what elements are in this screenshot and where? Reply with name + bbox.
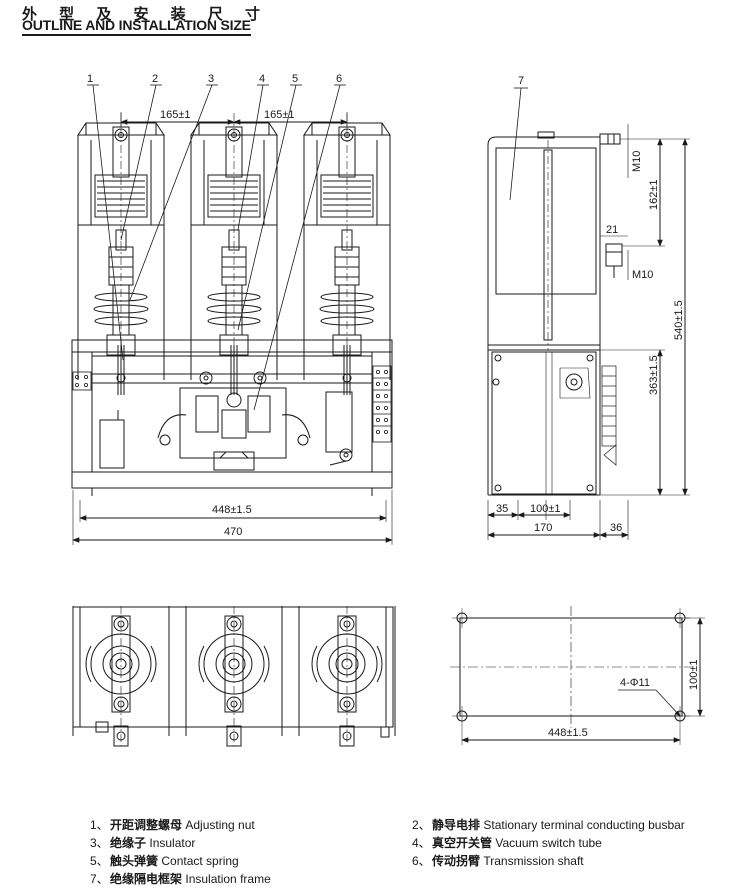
dim-holes: 4-Φ11 <box>620 677 650 689</box>
callout-2: 2 <box>152 73 158 85</box>
side-view <box>487 87 690 540</box>
callout-6: 6 <box>336 73 342 85</box>
legend-item-3: 3、绝缘子 Insulator <box>90 836 196 850</box>
technical-drawing: 1 2 3 4 5 6 7 165±1 165±1 448±1.5 470 M1… <box>71 73 705 747</box>
dim-total-height: 540±1.5 <box>673 300 685 340</box>
callout-1: 1 <box>87 73 93 85</box>
dim-plan-width: 448±1.5 <box>548 727 588 739</box>
dim-base-height: 363±1.5 <box>648 355 660 395</box>
front-view <box>71 84 393 545</box>
legend-item-5: 5、触头弹簧 Contact spring <box>90 854 239 868</box>
dim-depth-170: 170 <box>534 522 552 534</box>
mounting-hole-plan <box>450 606 705 745</box>
dim-plan-depth: 100±1 <box>688 659 700 690</box>
dim-pole-pitch-1: 165±1 <box>160 109 191 121</box>
callout-3: 3 <box>208 73 214 85</box>
plan-view <box>72 605 396 747</box>
legend-item-1: 1、开距调整螺母 Adjusting nut <box>90 818 255 832</box>
dim-m10-top: M10 <box>631 151 643 172</box>
dim-center-100: 100±1 <box>530 503 561 515</box>
legend-item-2: 2、静导电排 Stationary terminal conducting bu… <box>412 818 685 832</box>
legend-item-4: 4、真空开关管 Vacuum switch tube <box>412 836 602 850</box>
dim-pole-pitch-2: 165±1 <box>264 109 295 121</box>
dim-left-35: 35 <box>496 503 508 515</box>
callout-5: 5 <box>292 73 298 85</box>
dim-top-height: 162±1 <box>648 179 660 210</box>
title-chinese: 外 型 及 安 装 尺 寸 <box>22 6 270 23</box>
callout-7: 7 <box>518 75 524 87</box>
title-english: OUTLINE AND INSTALLATION SIZE <box>22 17 251 36</box>
legend-item-7: 7、绝缘隔电框架 Insulation frame <box>90 872 271 886</box>
dim-overall-width: 470 <box>224 526 242 538</box>
dim-m10-bottom: M10 <box>632 269 653 281</box>
dim-gap-21: 21 <box>606 224 618 236</box>
callout-4: 4 <box>259 73 265 85</box>
dim-right-36: 36 <box>610 522 622 534</box>
dim-mount-width: 448±1.5 <box>212 504 252 516</box>
legend-item-6: 6、传动拐臂 Transmission shaft <box>412 854 584 868</box>
